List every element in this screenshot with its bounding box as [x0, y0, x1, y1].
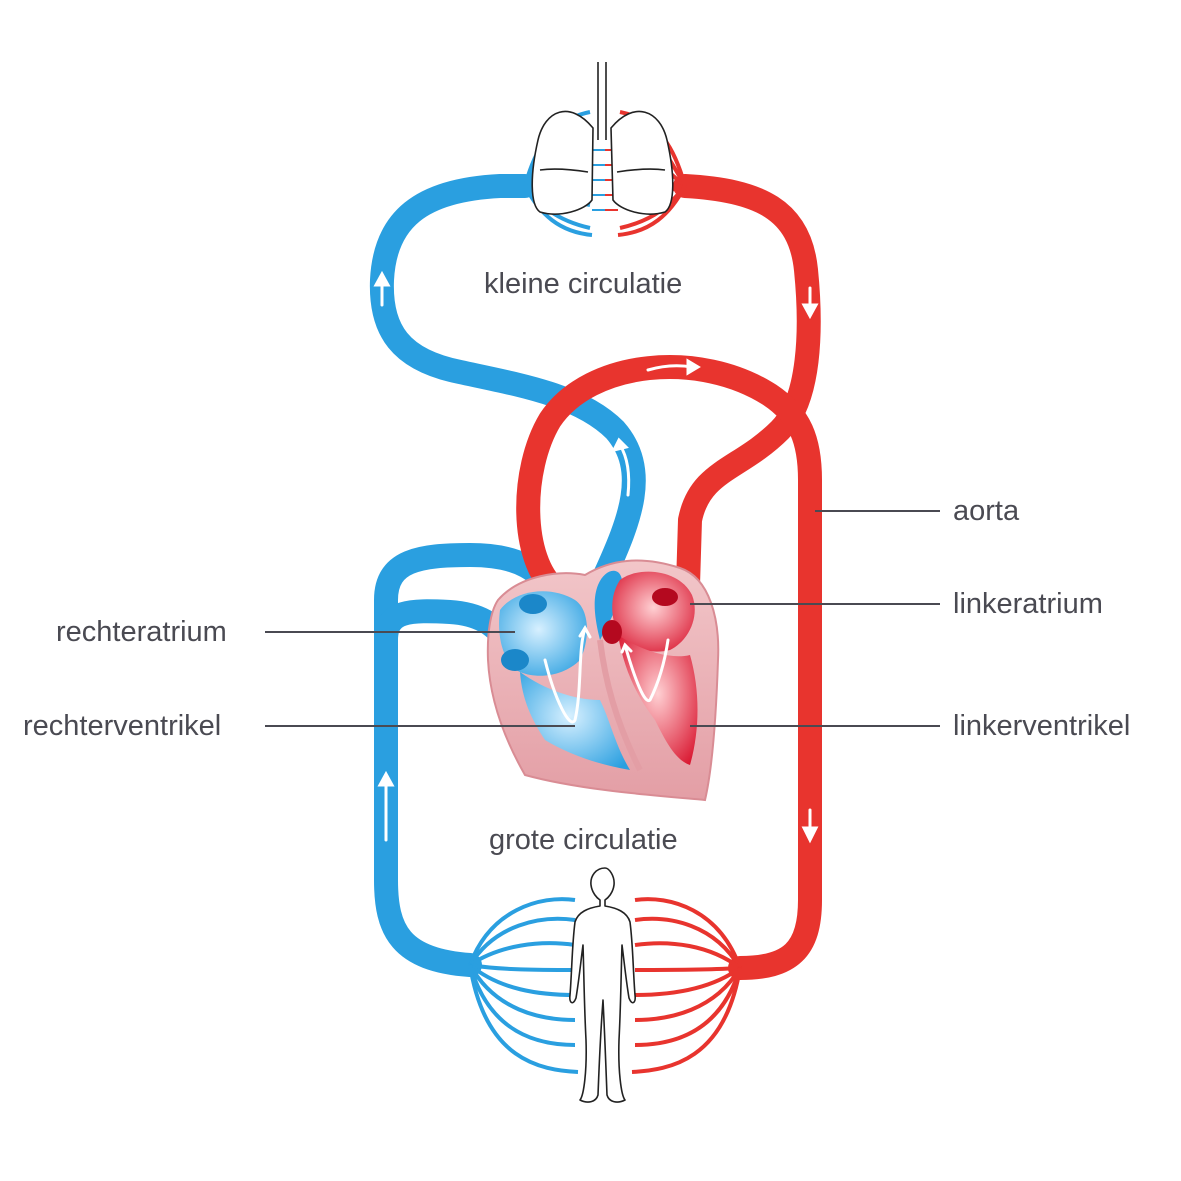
human-body-icon	[569, 867, 636, 1103]
left-ventricle-chamber	[618, 635, 698, 765]
aorta-label: aorta	[953, 495, 1020, 527]
right-ventricle-label: rechterventrikel	[23, 710, 222, 742]
flow-arrow-icon	[373, 270, 819, 844]
systemic-circulation-label: grote circulatie	[489, 824, 678, 856]
oxygenated-vessels	[516, 174, 822, 980]
aorta-vessel	[516, 355, 822, 980]
left-ventricle-label: linkerventrikel	[953, 710, 1131, 742]
pulmonary-artery	[369, 174, 646, 587]
vena-cava-inferior	[374, 543, 572, 977]
heart-icon	[486, 559, 720, 802]
vena-cava-superior	[374, 599, 517, 652]
left-atrium-label: linkeratrium	[953, 588, 1103, 620]
right-atrium-label: rechteratrium	[56, 616, 227, 648]
lungs-icon	[531, 62, 674, 215]
pulmonary-circulation-label: kleine circulatie	[484, 268, 683, 300]
body-capillaries	[468, 897, 742, 1074]
pulmonary-vein	[673, 174, 821, 597]
leader-lines	[265, 510, 940, 727]
